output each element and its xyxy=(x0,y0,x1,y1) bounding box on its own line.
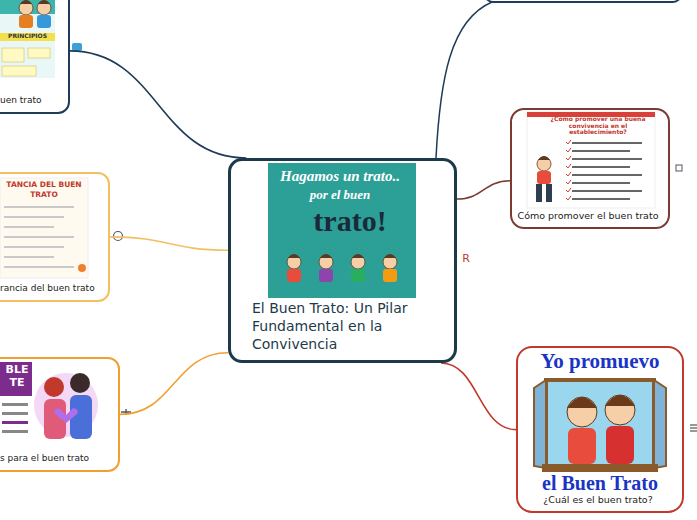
partial-box xyxy=(485,0,681,2)
image-text: trato! xyxy=(295,204,405,237)
marker-letter: R xyxy=(459,253,473,265)
image-text: TRATO xyxy=(0,191,88,199)
image-text: ¿Cómo promover una buena convivencia en … xyxy=(548,116,648,136)
branch-connector xyxy=(120,353,228,415)
node-caption: uen trato xyxy=(0,95,64,107)
image-text: BLE xyxy=(2,364,32,376)
image-text: Hagamos un trato.. xyxy=(270,168,410,185)
node-caption: Cómo promover el buen trato xyxy=(512,210,664,222)
node-caption: ¿Cuál es el buen trato? xyxy=(518,494,678,506)
branch-connector xyxy=(70,51,246,158)
link-icon xyxy=(676,165,682,171)
link-icon xyxy=(72,43,82,51)
note-icon xyxy=(690,425,697,431)
branch-connector xyxy=(457,181,510,199)
link-icon xyxy=(114,232,123,241)
image-text: por el buen xyxy=(290,188,390,202)
image-text: Yo promuevo xyxy=(532,350,668,373)
image-text: PRINCIPIOS xyxy=(0,33,55,40)
node-caption: El Buen Trato: Un Pilar Fundamental en l… xyxy=(252,299,442,354)
image-text: TE xyxy=(2,377,32,389)
branch-line xyxy=(436,2,492,158)
node-caption: s para el buen trato xyxy=(0,453,116,465)
thumbnail-image xyxy=(0,0,66,110)
image-text: TANCIA DEL BUEN xyxy=(0,181,88,189)
branch-connector xyxy=(110,237,228,250)
image-text: el Buen Trato xyxy=(532,472,668,494)
branch-connector xyxy=(441,363,516,430)
topic-box: uen trato xyxy=(0,0,70,114)
node-caption: rancia del buen trato xyxy=(0,283,106,295)
